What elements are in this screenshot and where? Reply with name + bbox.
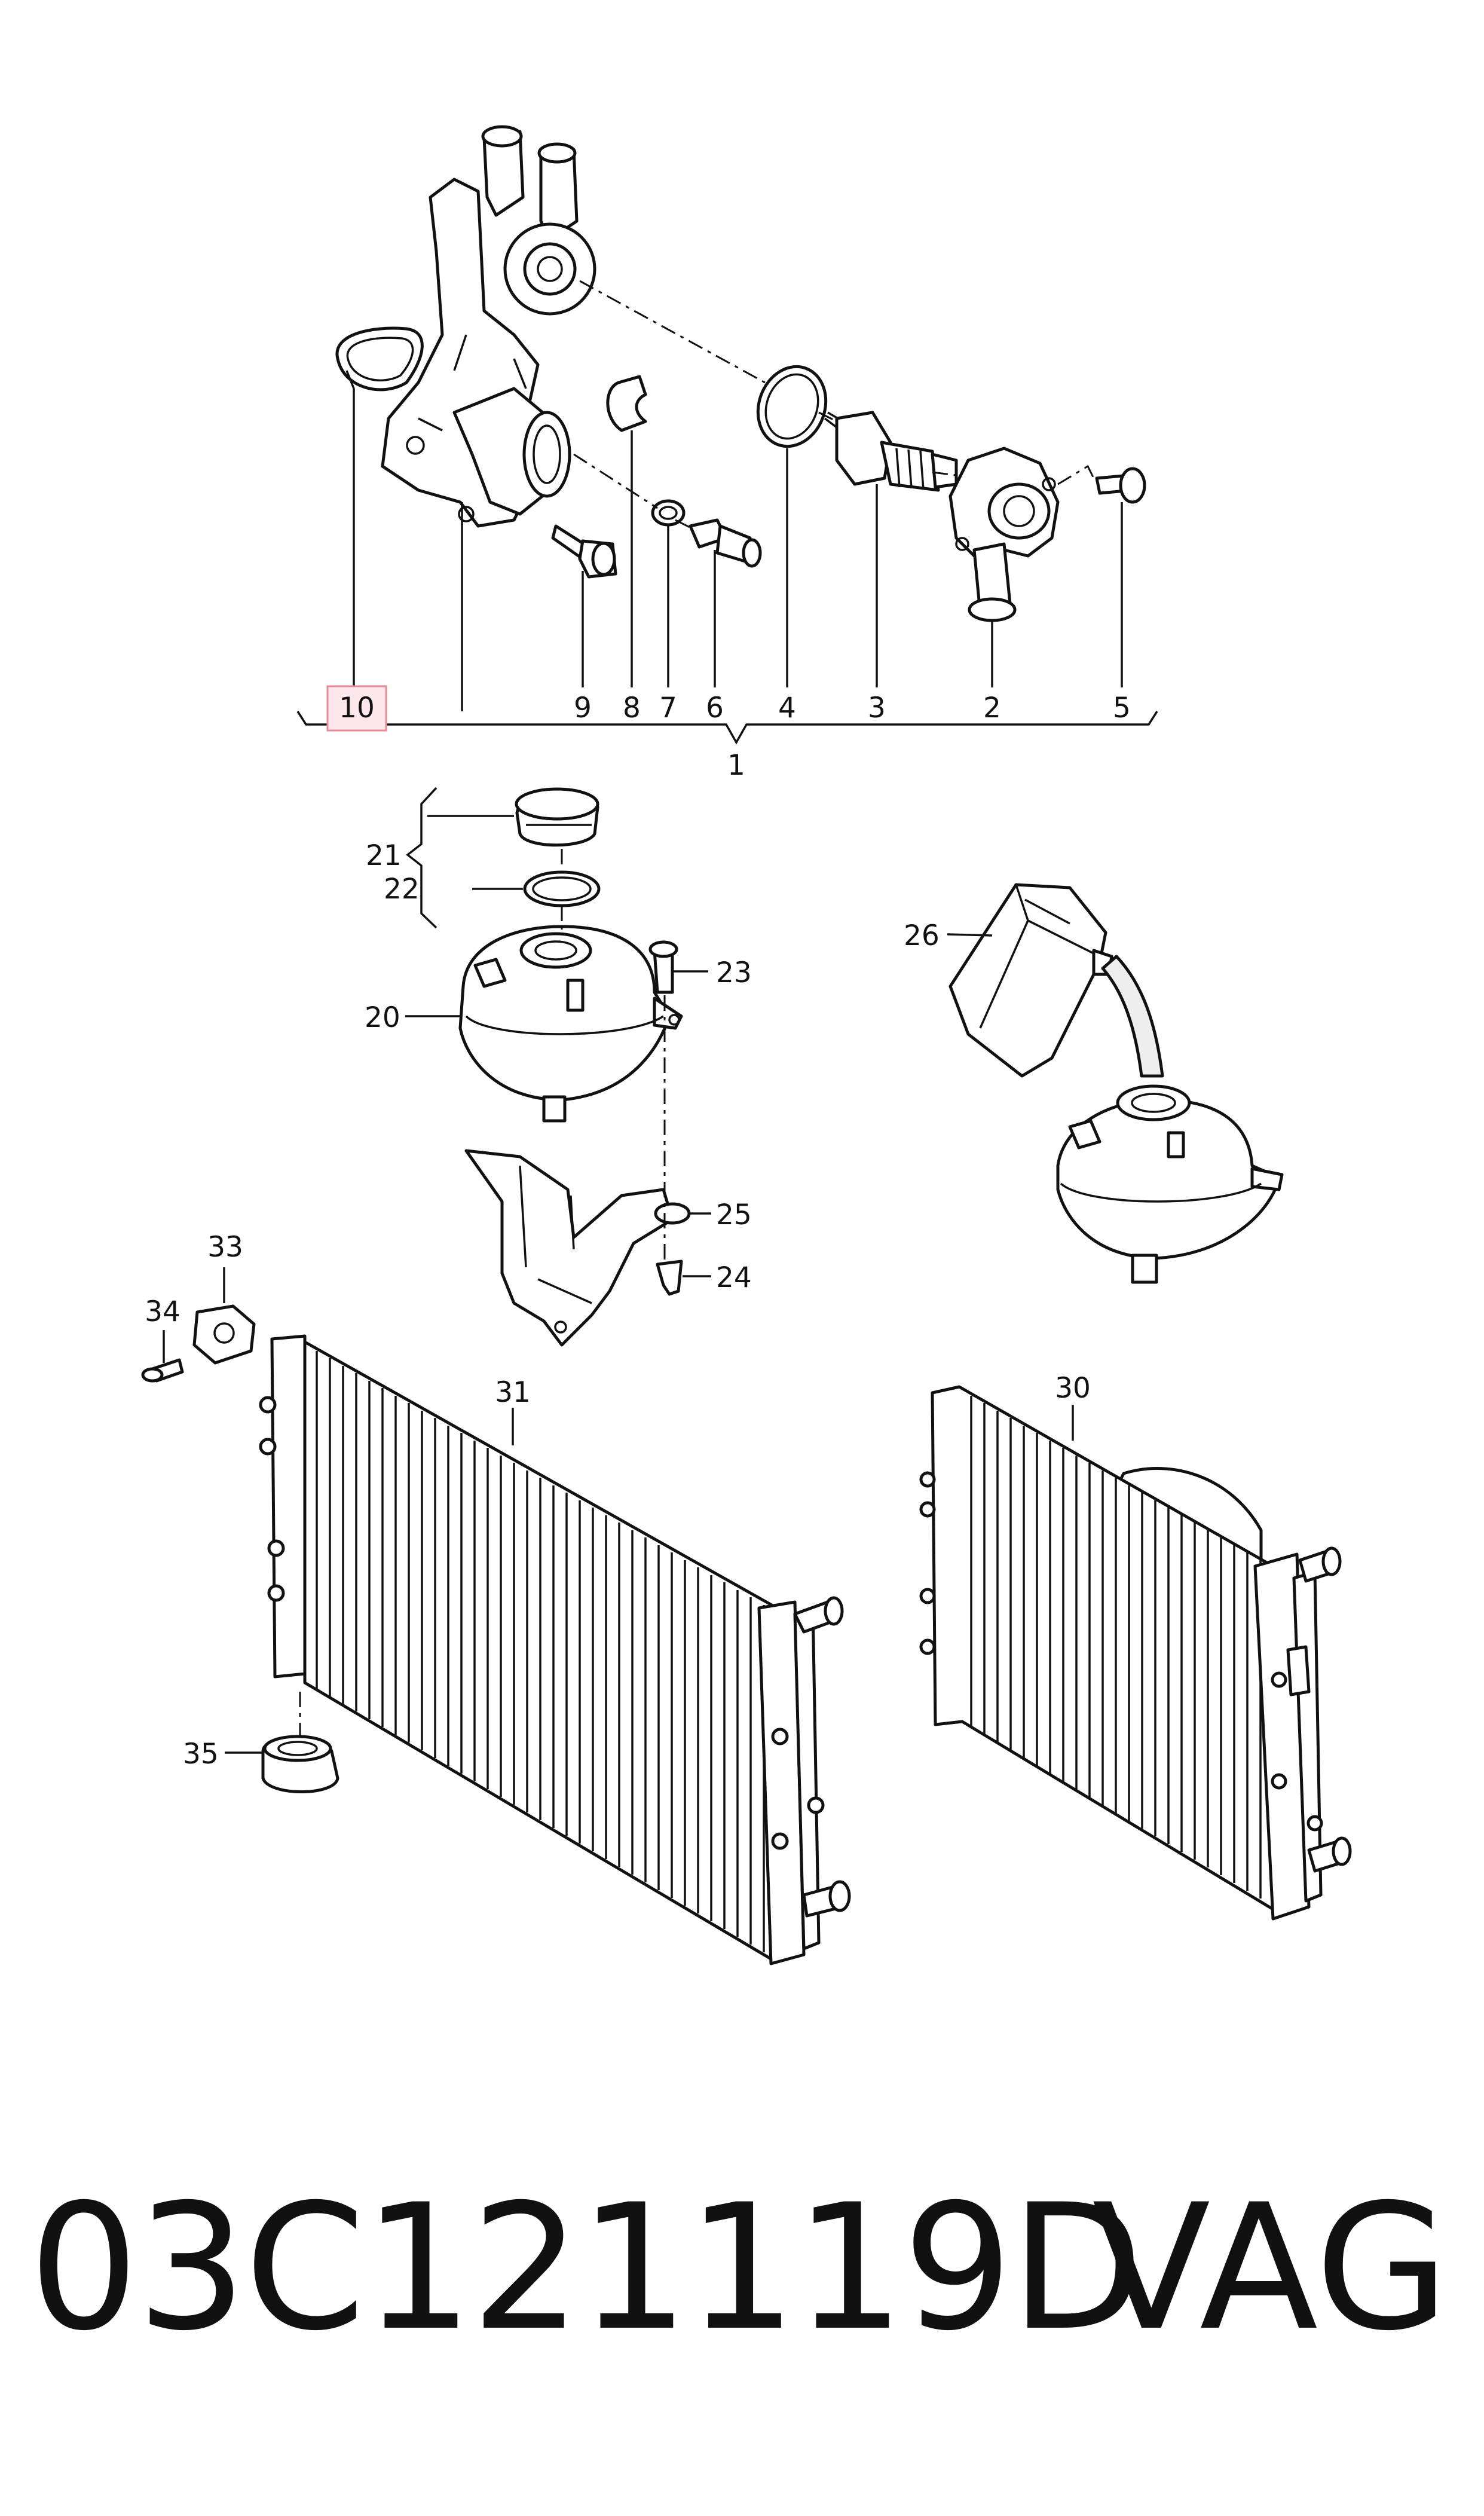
radiator-part-30	[919, 1385, 1352, 1921]
top-callouts: 10 9 8 7 6 4 3 2 5 1	[339, 692, 1131, 782]
callout-7: 7	[659, 692, 677, 724]
o-ring-part-4	[756, 365, 828, 448]
bolt-part-9	[551, 524, 617, 579]
callout-1: 1	[727, 749, 745, 782]
footer-caption: 03C121119D VAG	[0, 2182, 1484, 2409]
callout-23: 23	[716, 956, 752, 989]
callout-22: 22	[384, 873, 420, 906]
callout-3: 3	[868, 692, 886, 724]
callout-6: 6	[706, 692, 724, 724]
bracket-part-33	[192, 1304, 256, 1365]
callout-4: 4	[778, 692, 796, 724]
callout-25: 25	[716, 1199, 752, 1231]
radiator-part-31	[259, 1334, 851, 1965]
coolant-flange-assembly	[381, 125, 596, 528]
tank-callouts: 21 22 20 23 25 24	[365, 839, 752, 1294]
callout-26: 26	[904, 919, 940, 952]
callout-9: 9	[574, 692, 592, 724]
callout-34: 34	[145, 1295, 180, 1328]
thermostat-part-3	[824, 411, 958, 492]
grommet-part-35	[261, 1735, 339, 1793]
callout-21: 21	[366, 839, 402, 872]
top-leader-lines	[345, 370, 1123, 711]
tank-leader-lines	[405, 815, 711, 1277]
callout-24: 24	[716, 1261, 752, 1294]
callout-31: 31	[495, 1376, 531, 1409]
seal-ring-part-7	[651, 499, 686, 527]
highlighted-callout-box	[326, 685, 387, 732]
callout-20: 20	[365, 1001, 400, 1034]
o-ring-part-10	[335, 326, 424, 392]
temp-sensor-part-6	[689, 518, 762, 568]
callout-35: 35	[183, 1738, 219, 1771]
bolt-part-5	[1095, 467, 1146, 504]
callout-10: 10	[339, 692, 375, 724]
callout-33: 33	[207, 1231, 243, 1264]
callout-8: 8	[623, 692, 641, 724]
bottle-leader-line	[947, 933, 993, 937]
brand-name: VAG	[1092, 2168, 1449, 2369]
group-bracket-21	[406, 787, 437, 929]
alignment-lines	[573, 280, 1095, 530]
bolt-part-34	[141, 1358, 184, 1383]
expansion-tank-assembly	[458, 787, 691, 1347]
thermostat-housing-part-2	[948, 447, 1060, 622]
tank-with-coolant-bottle	[948, 883, 1284, 1284]
circlip-part-8	[606, 375, 647, 432]
part-number: 03C121119D	[29, 2168, 1144, 2369]
group-bracket-1	[296, 711, 1158, 745]
callout-2: 2	[983, 692, 1001, 724]
callout-5: 5	[1113, 692, 1131, 724]
callout-30: 30	[1055, 1372, 1091, 1405]
